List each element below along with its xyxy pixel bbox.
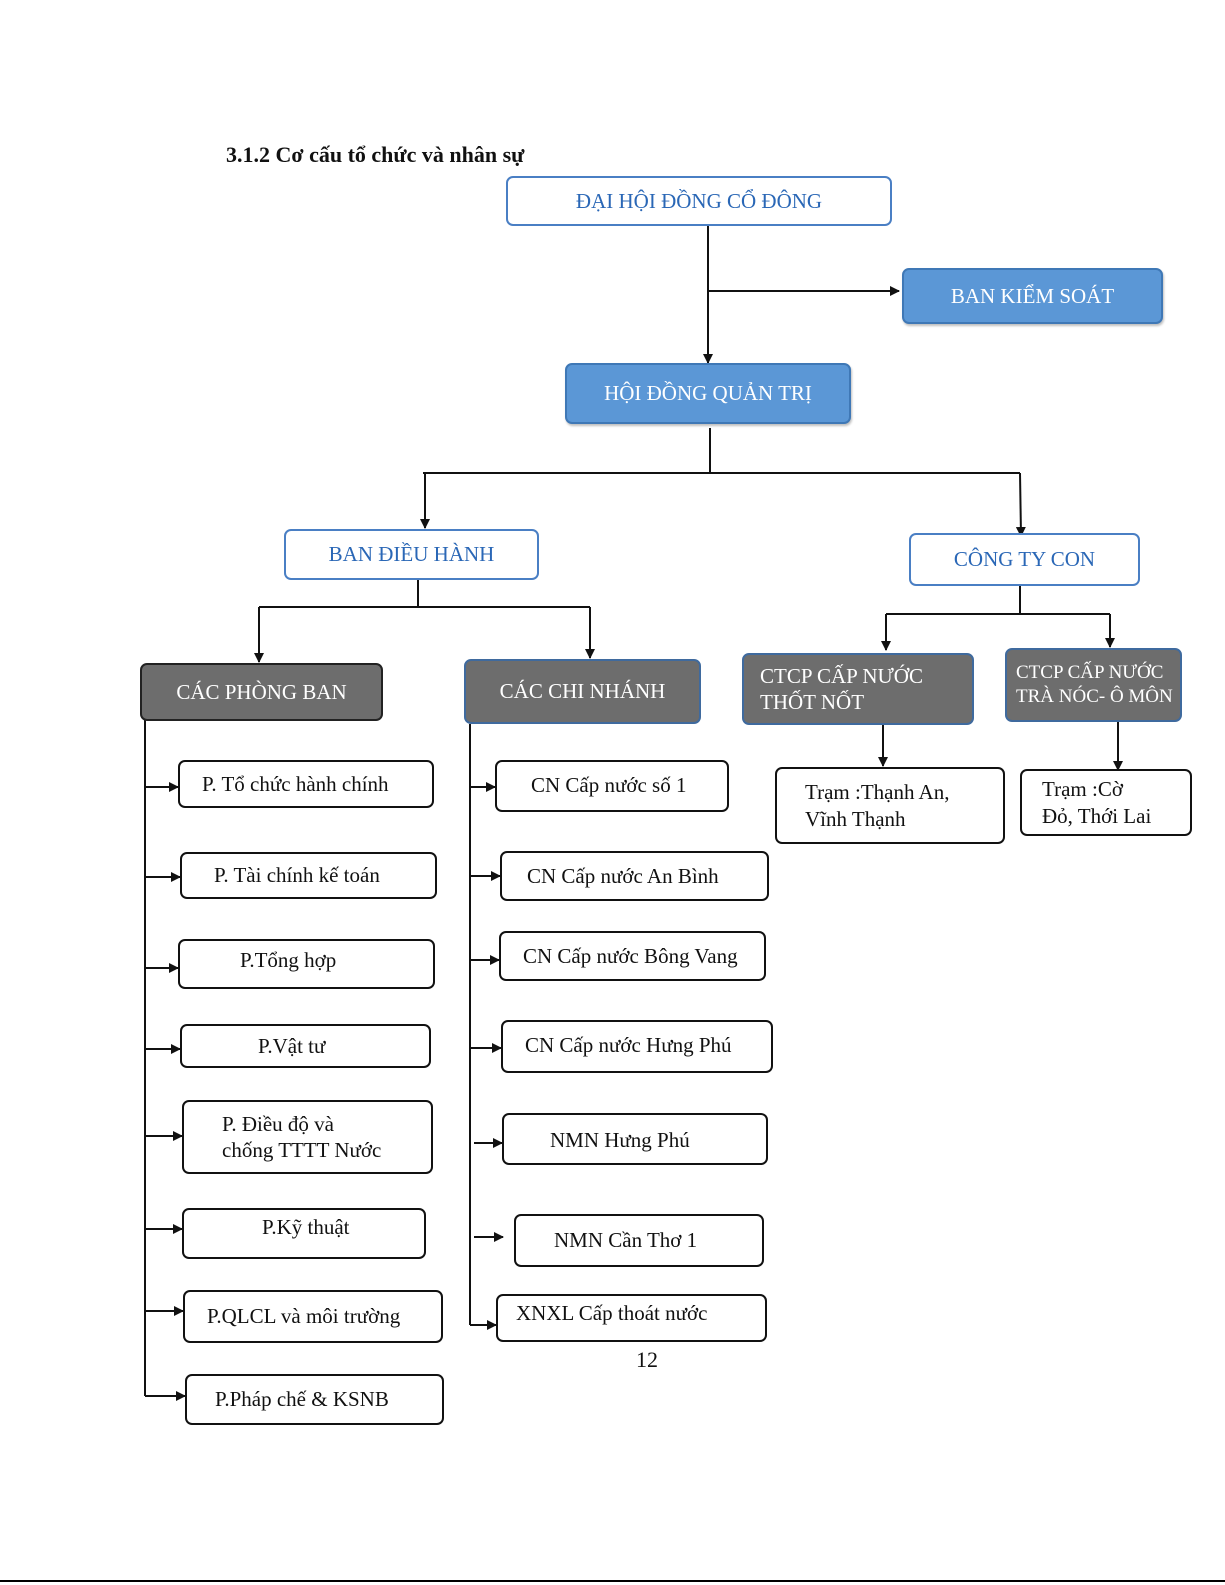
branch-box: CN Cấp nước số 1 <box>495 760 729 812</box>
department-box: P.Kỹ thuật <box>182 1208 426 1259</box>
node-ctcp-thot-not: CTCP CẤP NƯỚC THỐT NỐT <box>742 653 974 725</box>
node-label: CTCP CẤP NƯỚC TRÀ NÓC- Ô MÔN <box>1016 662 1173 707</box>
node-label: CÁC CHI NHÁNH <box>499 679 666 704</box>
node-ban-dieu-hanh: BAN ĐIỀU HÀNH <box>284 529 539 580</box>
department-box: P. Tổ chức hành chính <box>178 760 434 808</box>
node-dai-hoi-dong-co-dong: ĐẠI HỘI ĐỒNG CỔ ĐÔNG <box>506 176 892 226</box>
node-label: CTCP CẤP NƯỚC THỐT NỐT <box>760 663 923 714</box>
section-heading: 3.1.2 Cơ cấu tổ chức và nhân sự <box>226 142 525 167</box>
department-label: P.Pháp chế & KSNB <box>215 1387 389 1412</box>
node-cac-chi-nhanh: CÁC CHI NHÁNH <box>464 659 701 724</box>
node-hoi-dong-quan-tri: HỘI ĐỒNG QUẢN TRỊ <box>565 363 851 424</box>
node-ctcp-tra-noc-o-mon: CTCP CẤP NƯỚC TRÀ NÓC- Ô MÔN <box>1005 648 1182 722</box>
branch-box: XNXL Cấp thoát nước <box>496 1294 767 1342</box>
department-label: P.Vật tư <box>258 1033 326 1058</box>
node-label: BAN KIỂM SOÁT <box>950 283 1115 308</box>
department-label: P. Điều độ và chống TTTT Nước <box>222 1111 382 1162</box>
node-label: BAN ĐIỀU HÀNH <box>328 542 495 567</box>
branch-box: NMN Hưng Phú <box>502 1113 768 1165</box>
node-label: Trạm :Cờ Đỏ, Thới Lai <box>1042 777 1152 828</box>
branch-label: CN Cấp nước Bông Vang <box>523 943 738 968</box>
branch-label: CN Cấp nước An Bình <box>527 863 719 888</box>
department-label: P.QLCL và môi trường <box>207 1304 401 1329</box>
department-box: P.Vật tư <box>180 1024 431 1068</box>
department-box: P.QLCL và môi trường <box>183 1290 443 1343</box>
branch-label: NMN Hưng Phú <box>550 1128 690 1152</box>
branch-label: CN Cấp nước Hưng Phú <box>525 1033 732 1057</box>
branch-box: CN Cấp nước An Bình <box>500 851 769 901</box>
node-label: CÁC PHÒNG BAN <box>176 679 347 704</box>
branch-box: CN Cấp nước Hưng Phú <box>501 1020 773 1073</box>
branch-label: CN Cấp nước số 1 <box>531 773 687 797</box>
department-box: P.Tổng hợp <box>178 939 435 989</box>
node-label: HỘI ĐỒNG QUẢN TRỊ <box>604 381 812 406</box>
node-tram-thot-not: Trạm :Thạnh An, Vĩnh Thạnh <box>775 767 1005 844</box>
branch-box: NMN Cần Thơ 1 <box>514 1214 764 1267</box>
department-label: P. Tổ chức hành chính <box>202 771 389 796</box>
node-label: ĐẠI HỘI ĐỒNG CỔ ĐÔNG <box>575 188 823 213</box>
department-label: P.Kỹ thuật <box>262 1215 350 1239</box>
branch-box: CN Cấp nước Bông Vang <box>499 931 766 981</box>
department-box: P.Pháp chế & KSNB <box>185 1374 444 1425</box>
department-label: P. Tài chính kế toán <box>214 863 380 888</box>
department-box: P. Điều độ và chống TTTT Nước <box>182 1100 433 1174</box>
node-cong-ty-con: CÔNG TY CON <box>909 533 1140 586</box>
page-number: 12 <box>636 1347 658 1372</box>
branch-label: XNXL Cấp thoát nước <box>516 1301 708 1325</box>
node-tram-tra-noc: Trạm :Cờ Đỏ, Thới Lai <box>1020 769 1192 836</box>
department-box: P. Tài chính kế toán <box>180 852 437 899</box>
node-cac-phong-ban: CÁC PHÒNG BAN <box>140 663 383 721</box>
node-label: Trạm :Thạnh An, Vĩnh Thạnh <box>805 780 950 831</box>
bottom-rule <box>0 1580 1225 1582</box>
branch-label: NMN Cần Thơ 1 <box>554 1228 698 1253</box>
node-label: CÔNG TY CON <box>953 547 1096 572</box>
arrow-to-cty-con <box>1015 472 1026 537</box>
department-label: P.Tổng hợp <box>240 948 337 972</box>
node-ban-kiem-soat: BAN KIỂM SOÁT <box>902 268 1163 324</box>
